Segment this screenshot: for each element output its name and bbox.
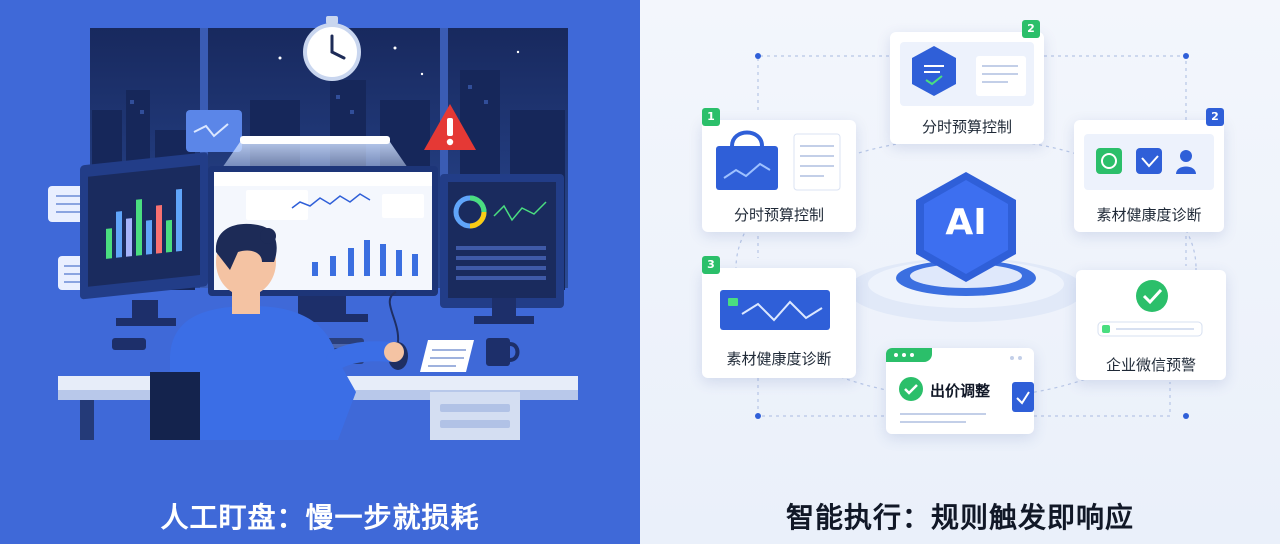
person-figure [150, 223, 404, 440]
right-monitor [440, 174, 564, 324]
card-time-budget-top: 2 分时预算控制 [890, 20, 1044, 144]
card-badge: 2 [1206, 108, 1224, 126]
ai-hub-label: AI [945, 202, 987, 243]
card-bid-adjust: 出价调整 [886, 348, 1034, 434]
card-tab [886, 348, 932, 362]
card-badge: 3 [702, 256, 720, 274]
card-wecom-alert: 企业微信预警 [1076, 270, 1226, 380]
left-monitor [80, 152, 208, 326]
ai-automation-panel: AI 2 分时预算控制 1 分时预算控制 [640, 0, 1280, 544]
clock-icon [303, 16, 361, 81]
shopping-bag-icon [716, 130, 841, 191]
check-circle-icon [899, 377, 923, 401]
card-decor [894, 353, 1034, 423]
card-badge: 2 [1022, 20, 1040, 38]
card-badge: 1 [702, 108, 720, 126]
ai-hexagon-icon [916, 172, 1016, 282]
card-time-budget-left: 1 分时预算控制 [702, 108, 856, 232]
check-circle-icon [1097, 280, 1203, 337]
chart-icon [186, 110, 242, 152]
card-label: 素材健康度诊断 [1096, 206, 1202, 224]
manual-monitoring-illustration [48, 16, 578, 440]
notepad-icon [420, 340, 474, 372]
ai-connection-lines [735, 53, 1197, 419]
card-label: 分时预算控制 [921, 118, 1012, 136]
card-label: 企业微信预警 [1105, 356, 1196, 374]
card-label: 素材健康度诊断 [726, 350, 832, 368]
line-chart-icon [720, 290, 830, 330]
warning-icon [424, 104, 476, 150]
left-caption: 人工盯盘：慢一步就损耗 [160, 501, 480, 534]
shield-doc-icon [900, 42, 1034, 106]
card-asset-health-left: 3 素材健康度诊断 [702, 256, 856, 378]
right-caption: 智能执行：规则触发即响应 [785, 501, 1134, 534]
coffee-mug-icon [486, 338, 520, 366]
manual-monitoring-panel: 人工盯盘：慢一步就损耗 [0, 0, 640, 544]
card-asset-health-right: 2 素材健康度诊断 [1074, 108, 1224, 232]
card-label: 分时预算控制 [733, 206, 824, 224]
card-label: 出价调整 [930, 382, 991, 400]
target-icon [1084, 134, 1214, 190]
